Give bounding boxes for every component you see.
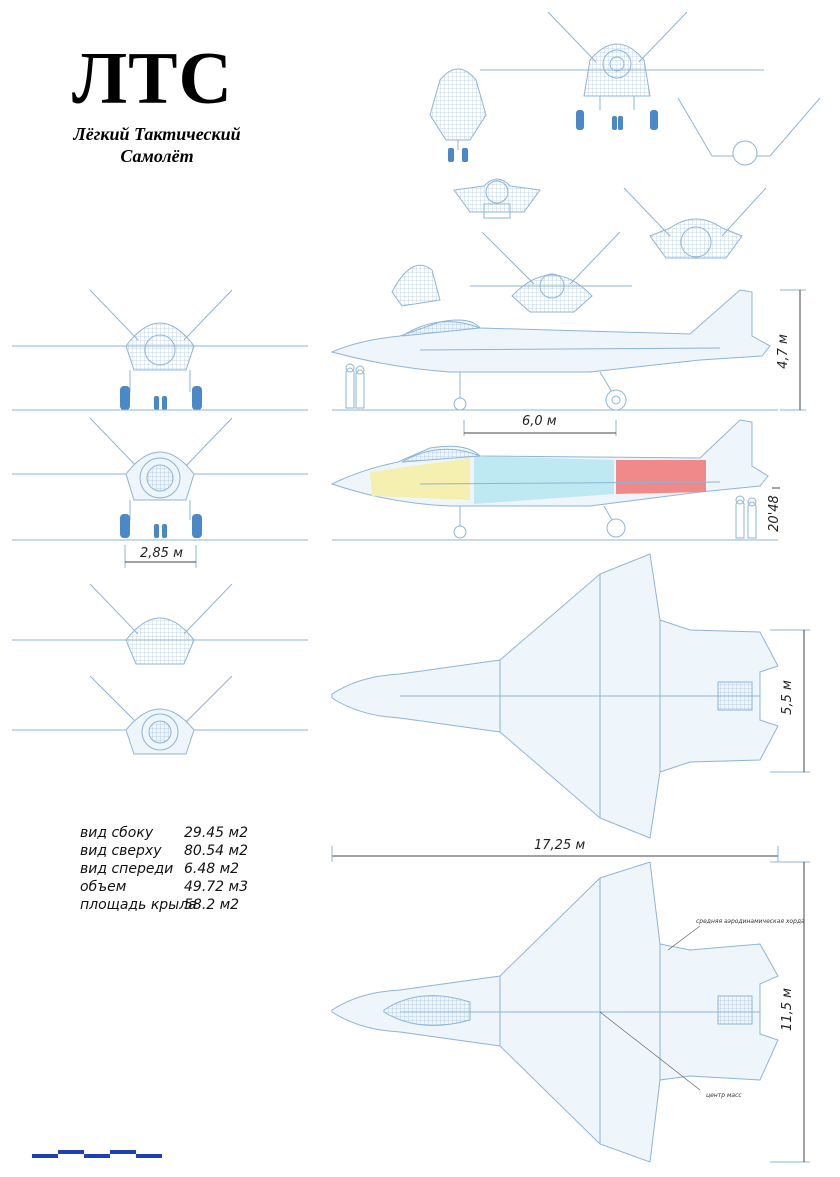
area-stats-table: вид сбоку 29.45 м2 вид сверху 80.54 м2 вид… xyxy=(80,824,248,914)
span-dimension-label: 5,5 м xyxy=(779,680,795,715)
subtitle-line-2: Самолёт xyxy=(120,145,194,166)
stats-value: 49.72 м3 xyxy=(184,879,248,895)
length-dimension-label: 17,25 м xyxy=(534,838,586,853)
front-view-left-4 xyxy=(12,675,308,755)
side-cutaway-view xyxy=(330,419,780,541)
mac-annotation: средняя аэродинамическая хорда xyxy=(696,918,805,925)
subtitle-line-1: Лёгкий Тактический xyxy=(73,124,241,144)
stats-row: вид спереди 6.48 м2 xyxy=(80,860,248,878)
plan-view xyxy=(331,553,810,862)
front-view-left-3 xyxy=(12,583,308,665)
wingspan-dimension-label: 11,5 м xyxy=(779,988,795,1031)
stats-row: объем 49.72 м3 xyxy=(80,878,248,896)
track-dimension-label: 2,85 м xyxy=(140,546,183,561)
stats-value: 6.48 м2 xyxy=(184,861,240,877)
front-view-middle xyxy=(453,178,541,219)
stats-value: 58.2 м2 xyxy=(184,897,240,913)
front-view-top-center xyxy=(480,11,764,130)
front-view-right-middle xyxy=(623,187,767,259)
drawing-title: ЛТС xyxy=(72,38,233,120)
front-view-wing-fold-right xyxy=(677,97,821,166)
front-view-center-lower xyxy=(470,231,632,313)
fuselage-dimension-label: 6,0 м xyxy=(522,414,557,429)
stats-row: вид сбоку 29.45 м2 xyxy=(80,824,248,842)
cg-annotation: центр масс xyxy=(706,1092,742,1099)
side-view xyxy=(330,289,806,436)
stats-label: вид сверху xyxy=(80,843,162,859)
stats-label: вид спереди xyxy=(80,861,174,877)
stats-label: объем xyxy=(80,879,127,895)
stats-label: площадь крыла xyxy=(80,897,197,913)
front-view-small-left xyxy=(429,68,487,162)
front-view-left-2 xyxy=(12,417,308,568)
height-dimension-label: 4,7 м xyxy=(775,334,791,369)
tail-height-dimension-label: 20'48 xyxy=(766,495,782,532)
stats-label: вид сбоку xyxy=(80,825,154,841)
front-view-left-1 xyxy=(12,289,308,411)
scale-bar xyxy=(32,1150,162,1158)
stats-value: 80.54 м2 xyxy=(184,843,248,859)
canopy-section-view xyxy=(391,264,441,307)
drawing-subtitle: Лёгкий Тактический Самолёт xyxy=(62,124,252,167)
stats-value: 29.45 м2 xyxy=(184,825,248,841)
plan-view-lower xyxy=(331,861,810,1163)
stats-row: вид сверху 80.54 м2 xyxy=(80,842,248,860)
